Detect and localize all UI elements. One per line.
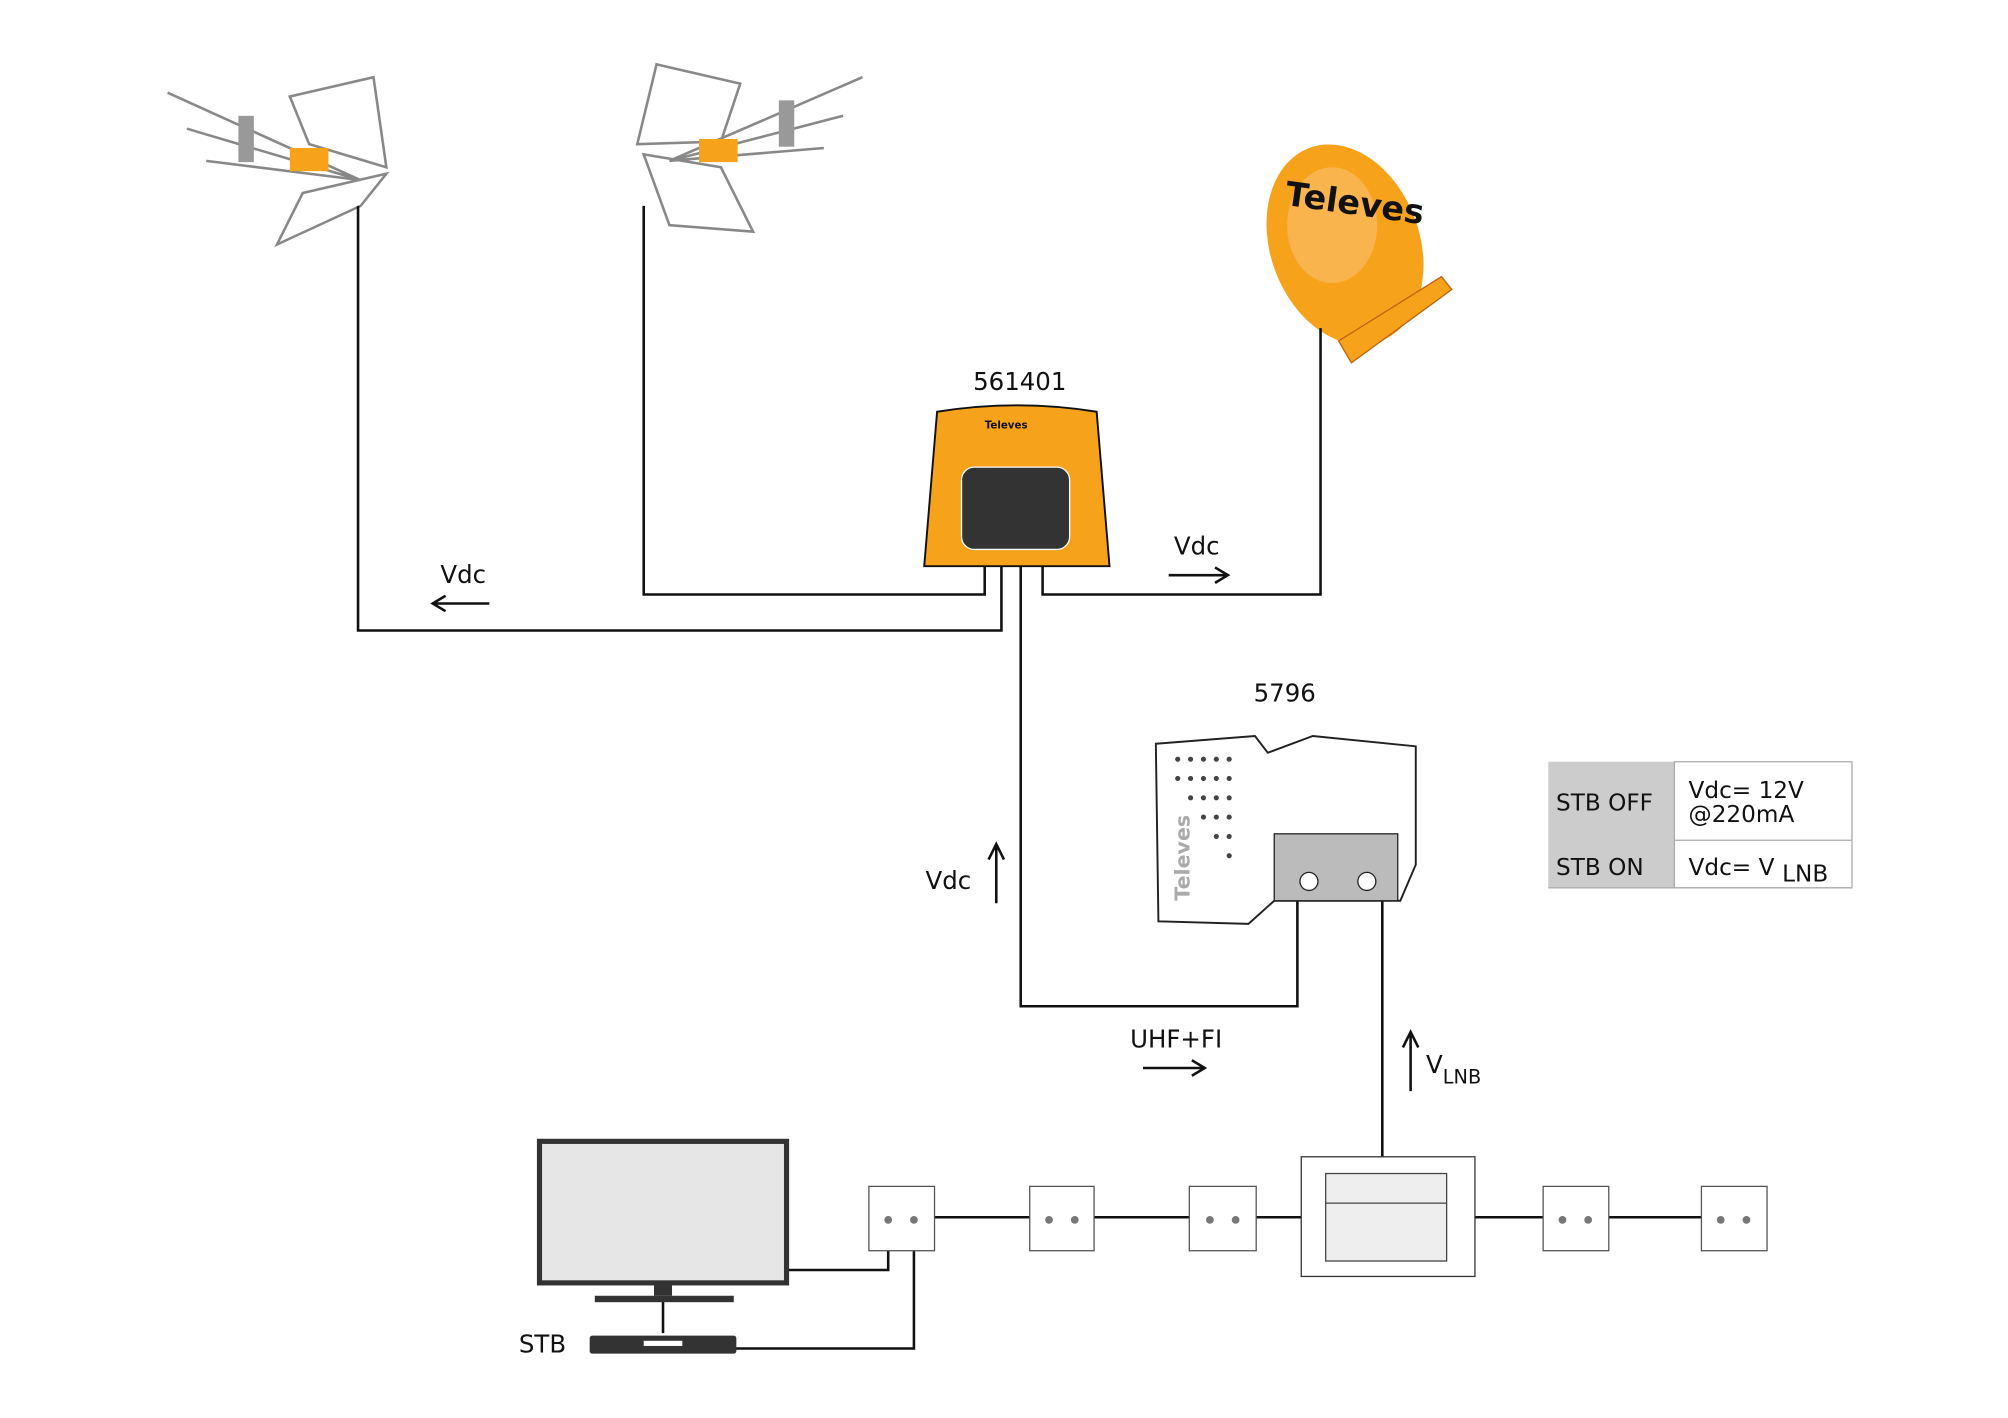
wall-outlet bbox=[1188, 1185, 1257, 1252]
wall-outlet bbox=[1029, 1185, 1095, 1252]
terrestrial-antenna-right bbox=[635, 62, 863, 234]
stb-off-value-2: @220mA bbox=[1689, 802, 1795, 828]
stb-label: STB bbox=[519, 1329, 566, 1358]
television bbox=[536, 1138, 790, 1303]
arrow-right-icon bbox=[1168, 566, 1231, 585]
svg-text:Televes: Televes bbox=[985, 419, 1028, 431]
wall-outlets bbox=[868, 1185, 1768, 1252]
arrow-right-icon-2 bbox=[1142, 1059, 1208, 1077]
wall-outlet bbox=[1542, 1185, 1610, 1252]
vlnb-label: VLNB bbox=[1426, 1050, 1481, 1088]
multiswitch-model-label: 561401 bbox=[973, 367, 1066, 396]
terrestrial-antenna-left bbox=[167, 75, 390, 248]
arrow-up-icon bbox=[987, 841, 1006, 904]
vdc-label-left: Vdc bbox=[440, 560, 486, 589]
vdc-label-right: Vdc bbox=[1174, 532, 1220, 561]
psu-model-label: 5796 bbox=[1254, 678, 1316, 707]
arrow-up-icon-2 bbox=[1401, 1029, 1420, 1092]
splitter bbox=[1300, 1156, 1476, 1278]
multiswitch-561401: Televes bbox=[923, 404, 1111, 568]
stb-off-label: STB OFF bbox=[1556, 791, 1653, 817]
vdc-label-up: Vdc bbox=[926, 866, 972, 895]
cables bbox=[356, 205, 1702, 1350]
set-top-box bbox=[589, 1335, 737, 1354]
wall-outlet bbox=[868, 1185, 936, 1252]
vlnb-subscript: LNB bbox=[1443, 1065, 1481, 1088]
satellite-dish: Televes bbox=[1266, 144, 1453, 364]
wall-outlet bbox=[1700, 1185, 1768, 1252]
psu-brand-logo: Televes bbox=[1170, 815, 1194, 901]
arrow-left-icon bbox=[430, 594, 490, 613]
stb-on-label: STB ON bbox=[1556, 855, 1644, 881]
stb-on-value-subscript: LNB bbox=[1782, 861, 1828, 887]
uhf-fi-label: UHF+FI bbox=[1130, 1024, 1222, 1053]
power-supply-5796: Televes bbox=[1154, 735, 1417, 925]
stb-off-value-1: Vdc= 12V bbox=[1689, 778, 1804, 804]
